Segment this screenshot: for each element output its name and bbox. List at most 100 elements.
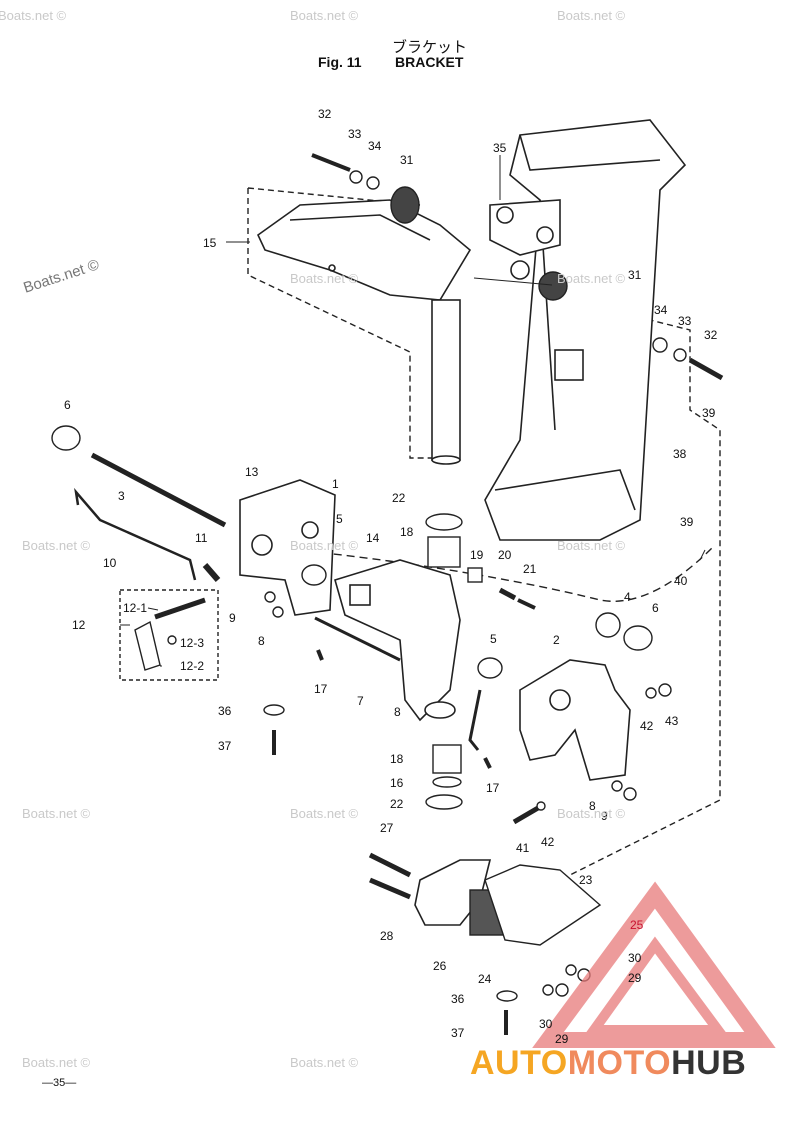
callout-37: 37	[451, 1026, 465, 1040]
washer-33-lower	[673, 348, 687, 362]
callout-3: 3	[118, 489, 125, 503]
callout-13: 13	[245, 465, 259, 479]
callout-39: 39	[702, 406, 716, 420]
callout-29: 29	[555, 1032, 569, 1046]
callout-22: 22	[390, 797, 404, 811]
bolt-27	[368, 852, 412, 878]
watermark: Boats.net ©	[557, 806, 626, 821]
bushing-5-left	[301, 564, 327, 586]
spring-20	[498, 587, 517, 601]
callout-17: 17	[314, 682, 328, 696]
watermark: Boats.net ©	[0, 8, 67, 23]
swivel-bracket-14	[334, 559, 461, 722]
callout-42: 42	[640, 719, 654, 733]
callout-18: 18	[390, 752, 404, 766]
callout-28: 28	[380, 929, 394, 943]
watermark: Boats.net ©	[290, 8, 359, 23]
swivel-housing	[484, 119, 687, 541]
callout-29: 29	[628, 971, 642, 985]
callout-5: 5	[336, 512, 343, 526]
bolt-32-upper	[311, 153, 351, 172]
upper-bracket-15	[256, 199, 472, 301]
watermark: Boats.net ©	[290, 271, 359, 286]
shaft-7	[314, 616, 401, 662]
callout-11: 11	[195, 531, 208, 545]
callout-2: 2	[553, 633, 560, 647]
washer-34-upper	[366, 176, 380, 190]
nut-43	[658, 683, 672, 697]
callout-4: 4	[624, 590, 631, 604]
steering-shaft	[431, 299, 461, 465]
callout-12-1: 12-1	[123, 601, 148, 615]
callout-10: 10	[103, 556, 117, 570]
callout-6: 6	[652, 601, 659, 615]
callout-9: 9	[601, 809, 608, 823]
nut-9-right	[623, 787, 637, 801]
callout-1: 1	[332, 477, 339, 491]
assembly-outline-right	[519, 299, 721, 901]
mount-31-upper	[390, 186, 420, 224]
automotohub-logo: AUTOMOTOHUB	[470, 1044, 746, 1083]
callout-8: 8	[589, 799, 596, 813]
bushing-5-right	[477, 657, 503, 679]
washer-36-left	[263, 704, 285, 716]
logo-part-hub: HUB	[671, 1044, 747, 1082]
watermark: Boats.net ©	[557, 538, 626, 553]
callout-33: 33	[348, 127, 362, 141]
ground-strap	[468, 689, 482, 751]
leader-lines	[120, 155, 706, 667]
washer-33-upper	[349, 170, 363, 184]
watermark: Boats.net ©	[22, 1055, 91, 1070]
assembly-outline-upper	[247, 188, 440, 459]
washer-22-upper	[425, 513, 463, 531]
washer-22-lower	[425, 794, 463, 810]
spring-11	[202, 563, 221, 582]
callout-25: 25	[630, 918, 644, 932]
callout-22: 22	[392, 491, 406, 505]
callout-16: 16	[390, 776, 404, 790]
bolt-28	[369, 877, 411, 900]
yoke-35	[489, 199, 561, 280]
nut-6-left	[51, 425, 81, 451]
mount-31-lower	[538, 271, 568, 301]
callout-18: 18	[400, 525, 414, 539]
callout-19: 19	[470, 548, 484, 562]
watermark: Boats.net ©	[290, 1055, 359, 1070]
callout-43: 43	[665, 714, 679, 728]
callout-38: 38	[673, 447, 687, 461]
callout-20: 20	[498, 548, 512, 562]
callout-15: 15	[203, 236, 217, 250]
title-japanese: ブラケット	[392, 39, 468, 56]
watermark: Boats.net ©	[22, 806, 91, 821]
washer-9-left	[264, 591, 276, 603]
callout-31: 31	[400, 153, 414, 167]
callout-33: 33	[678, 314, 692, 328]
callout-35: 35	[493, 141, 507, 155]
callout-27: 27	[380, 821, 394, 835]
clip-19	[467, 567, 483, 583]
bolt-41	[512, 805, 540, 825]
callout-8: 8	[258, 634, 265, 648]
washer-30b	[542, 984, 554, 996]
callout-30: 30	[539, 1017, 553, 1031]
lever-12-box	[119, 589, 219, 681]
callout-14: 14	[366, 531, 380, 545]
watermark: Boats.net ©	[290, 538, 359, 553]
washer-34-lower	[652, 337, 668, 353]
callout-5: 5	[490, 632, 497, 646]
o-ring-16	[432, 776, 462, 788]
callout-39: 39	[680, 515, 694, 529]
lever-12-2	[134, 620, 161, 671]
bushing-18-lower	[432, 744, 462, 774]
callout-21: 21	[523, 562, 537, 576]
cable-40	[294, 544, 716, 603]
callout-9: 9	[229, 611, 236, 625]
washer-30a	[565, 964, 577, 976]
callout-12-3: 12-3	[180, 636, 205, 650]
bolt-32-lower	[688, 357, 724, 381]
washer-8-right	[611, 780, 623, 792]
logo-part-auto: AUTO	[470, 1044, 568, 1082]
callout-37: 37	[218, 739, 232, 753]
page-number: —35—	[42, 1077, 77, 1089]
